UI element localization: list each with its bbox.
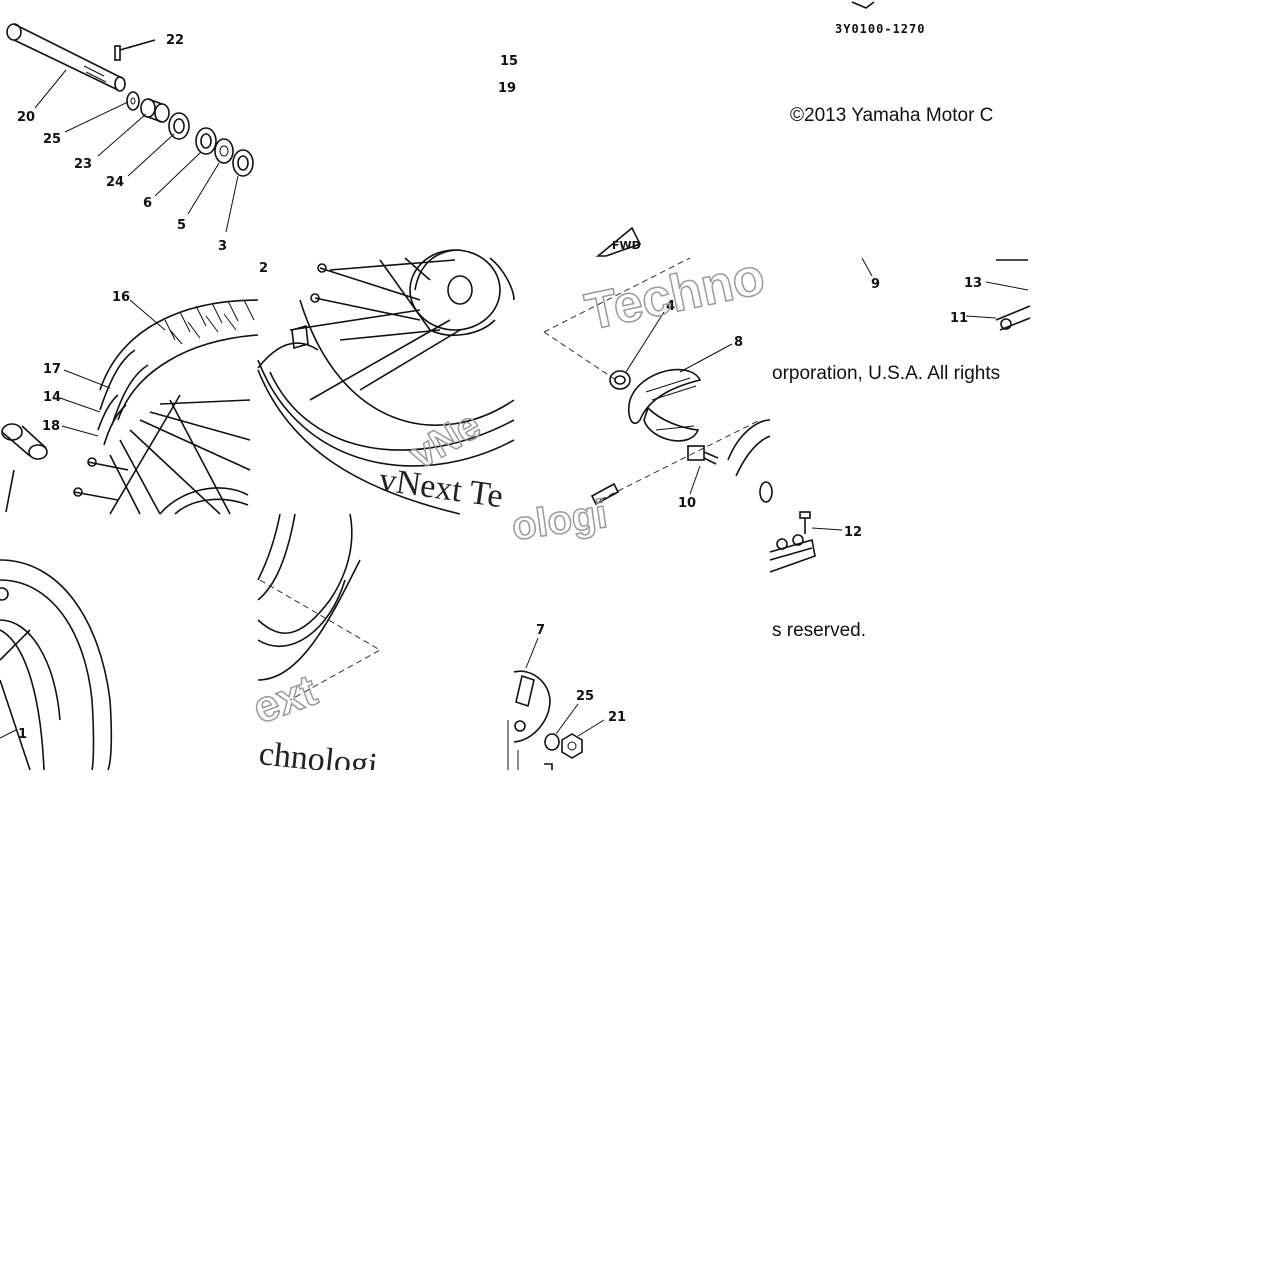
spacer (214, 138, 234, 164)
blank-tile (1030, 0, 1285, 770)
callout-23: 23 (74, 157, 92, 172)
fwd-arrow-tag: FWD (595, 226, 642, 257)
callout-20: 20 (17, 110, 35, 125)
callout-3: 3 (218, 239, 227, 254)
collar (140, 98, 170, 123)
callout-13: 13 (964, 276, 982, 291)
callout-21: 21 (608, 710, 626, 725)
tire-lower-center (257, 513, 382, 701)
brake-shoes (627, 368, 702, 442)
callout-7: 7 (536, 623, 545, 638)
watermark-fragment: vNext Te (377, 461, 505, 515)
callout-14: 14 (43, 390, 61, 405)
washer-25 (544, 733, 560, 751)
callout-15: 15 (500, 54, 518, 69)
axle-assembly (6, 23, 254, 233)
washer (126, 91, 140, 111)
wheel-collar (1, 423, 48, 460)
copyright-fragment-2: orporation, U.S.A. All rights (772, 363, 1001, 384)
front-axle (6, 23, 126, 92)
right-side-parts (769, 1, 1031, 573)
brake-camshaft (687, 445, 719, 465)
drawing-reference-code: 3Y0100-1270 (835, 22, 925, 36)
bolt-12 (799, 511, 843, 534)
bearing-3 (232, 149, 254, 177)
watermark: Techno vNext Te ologi ext chnologi vNe (246, 247, 770, 785)
blank-area (0, 770, 1285, 1285)
callout-19: 19 (498, 81, 516, 96)
oil-seal (168, 112, 190, 140)
cotter-pin (114, 39, 156, 61)
axle-nut (561, 733, 583, 759)
callout-9: 9 (871, 277, 880, 292)
callout-18: 18 (42, 419, 60, 434)
watermark-fragment: Techno (580, 247, 769, 341)
callout-25b: 25 (576, 689, 594, 704)
watermark-fragment: ext (247, 665, 324, 733)
bearing-6 (195, 127, 217, 155)
callout-17: 17 (43, 362, 61, 377)
copyright-fragment-1: ©2013 Yamaha Motor C (790, 105, 994, 126)
wheel-hub-center (257, 249, 515, 515)
callout-25: 25 (43, 132, 61, 147)
callout-1: 1 (18, 727, 27, 742)
hub-cover (507, 637, 605, 770)
tire-and-tube (1, 299, 259, 515)
callout-6: 6 (143, 196, 152, 211)
callout-10: 10 (678, 496, 696, 511)
callout-5: 5 (177, 218, 186, 233)
tire-lower-left (0, 559, 113, 771)
callout-8: 8 (734, 335, 743, 350)
svg-text:FWD: FWD (612, 239, 641, 252)
callout-4: 4 (666, 299, 675, 314)
brake-assembly: FWD (543, 226, 773, 506)
callout-2: 2 (259, 261, 268, 276)
copyright-fragment-3: s reserved. (772, 620, 866, 641)
watermark-fragment: ologi (509, 492, 610, 549)
callout-labels: 22 20 25 23 24 6 5 3 2 16 17 14 18 15 19… (17, 22, 982, 742)
brake-seal (609, 370, 631, 390)
callout-16: 16 (112, 290, 130, 305)
callout-22: 22 (166, 33, 184, 48)
callout-11: 11 (950, 311, 968, 326)
callout-12: 12 (844, 525, 862, 540)
callout-24: 24 (106, 175, 124, 190)
